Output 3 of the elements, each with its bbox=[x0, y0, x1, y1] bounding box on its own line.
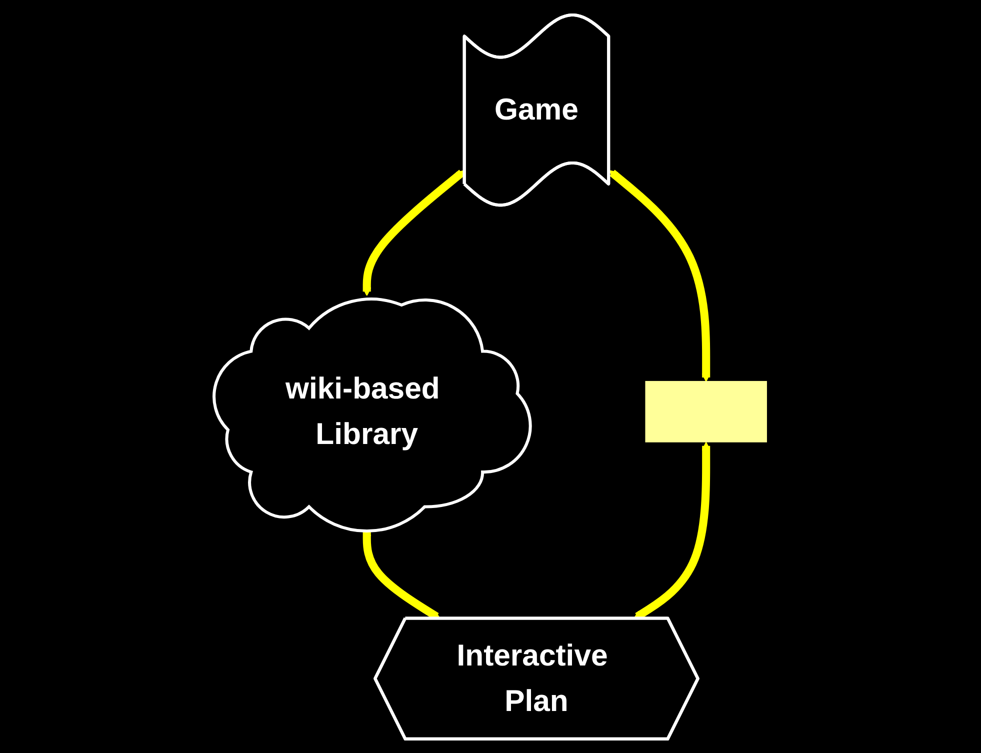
arrow bbox=[609, 169, 711, 382]
arrow bbox=[362, 169, 466, 296]
node-box bbox=[645, 380, 768, 442]
